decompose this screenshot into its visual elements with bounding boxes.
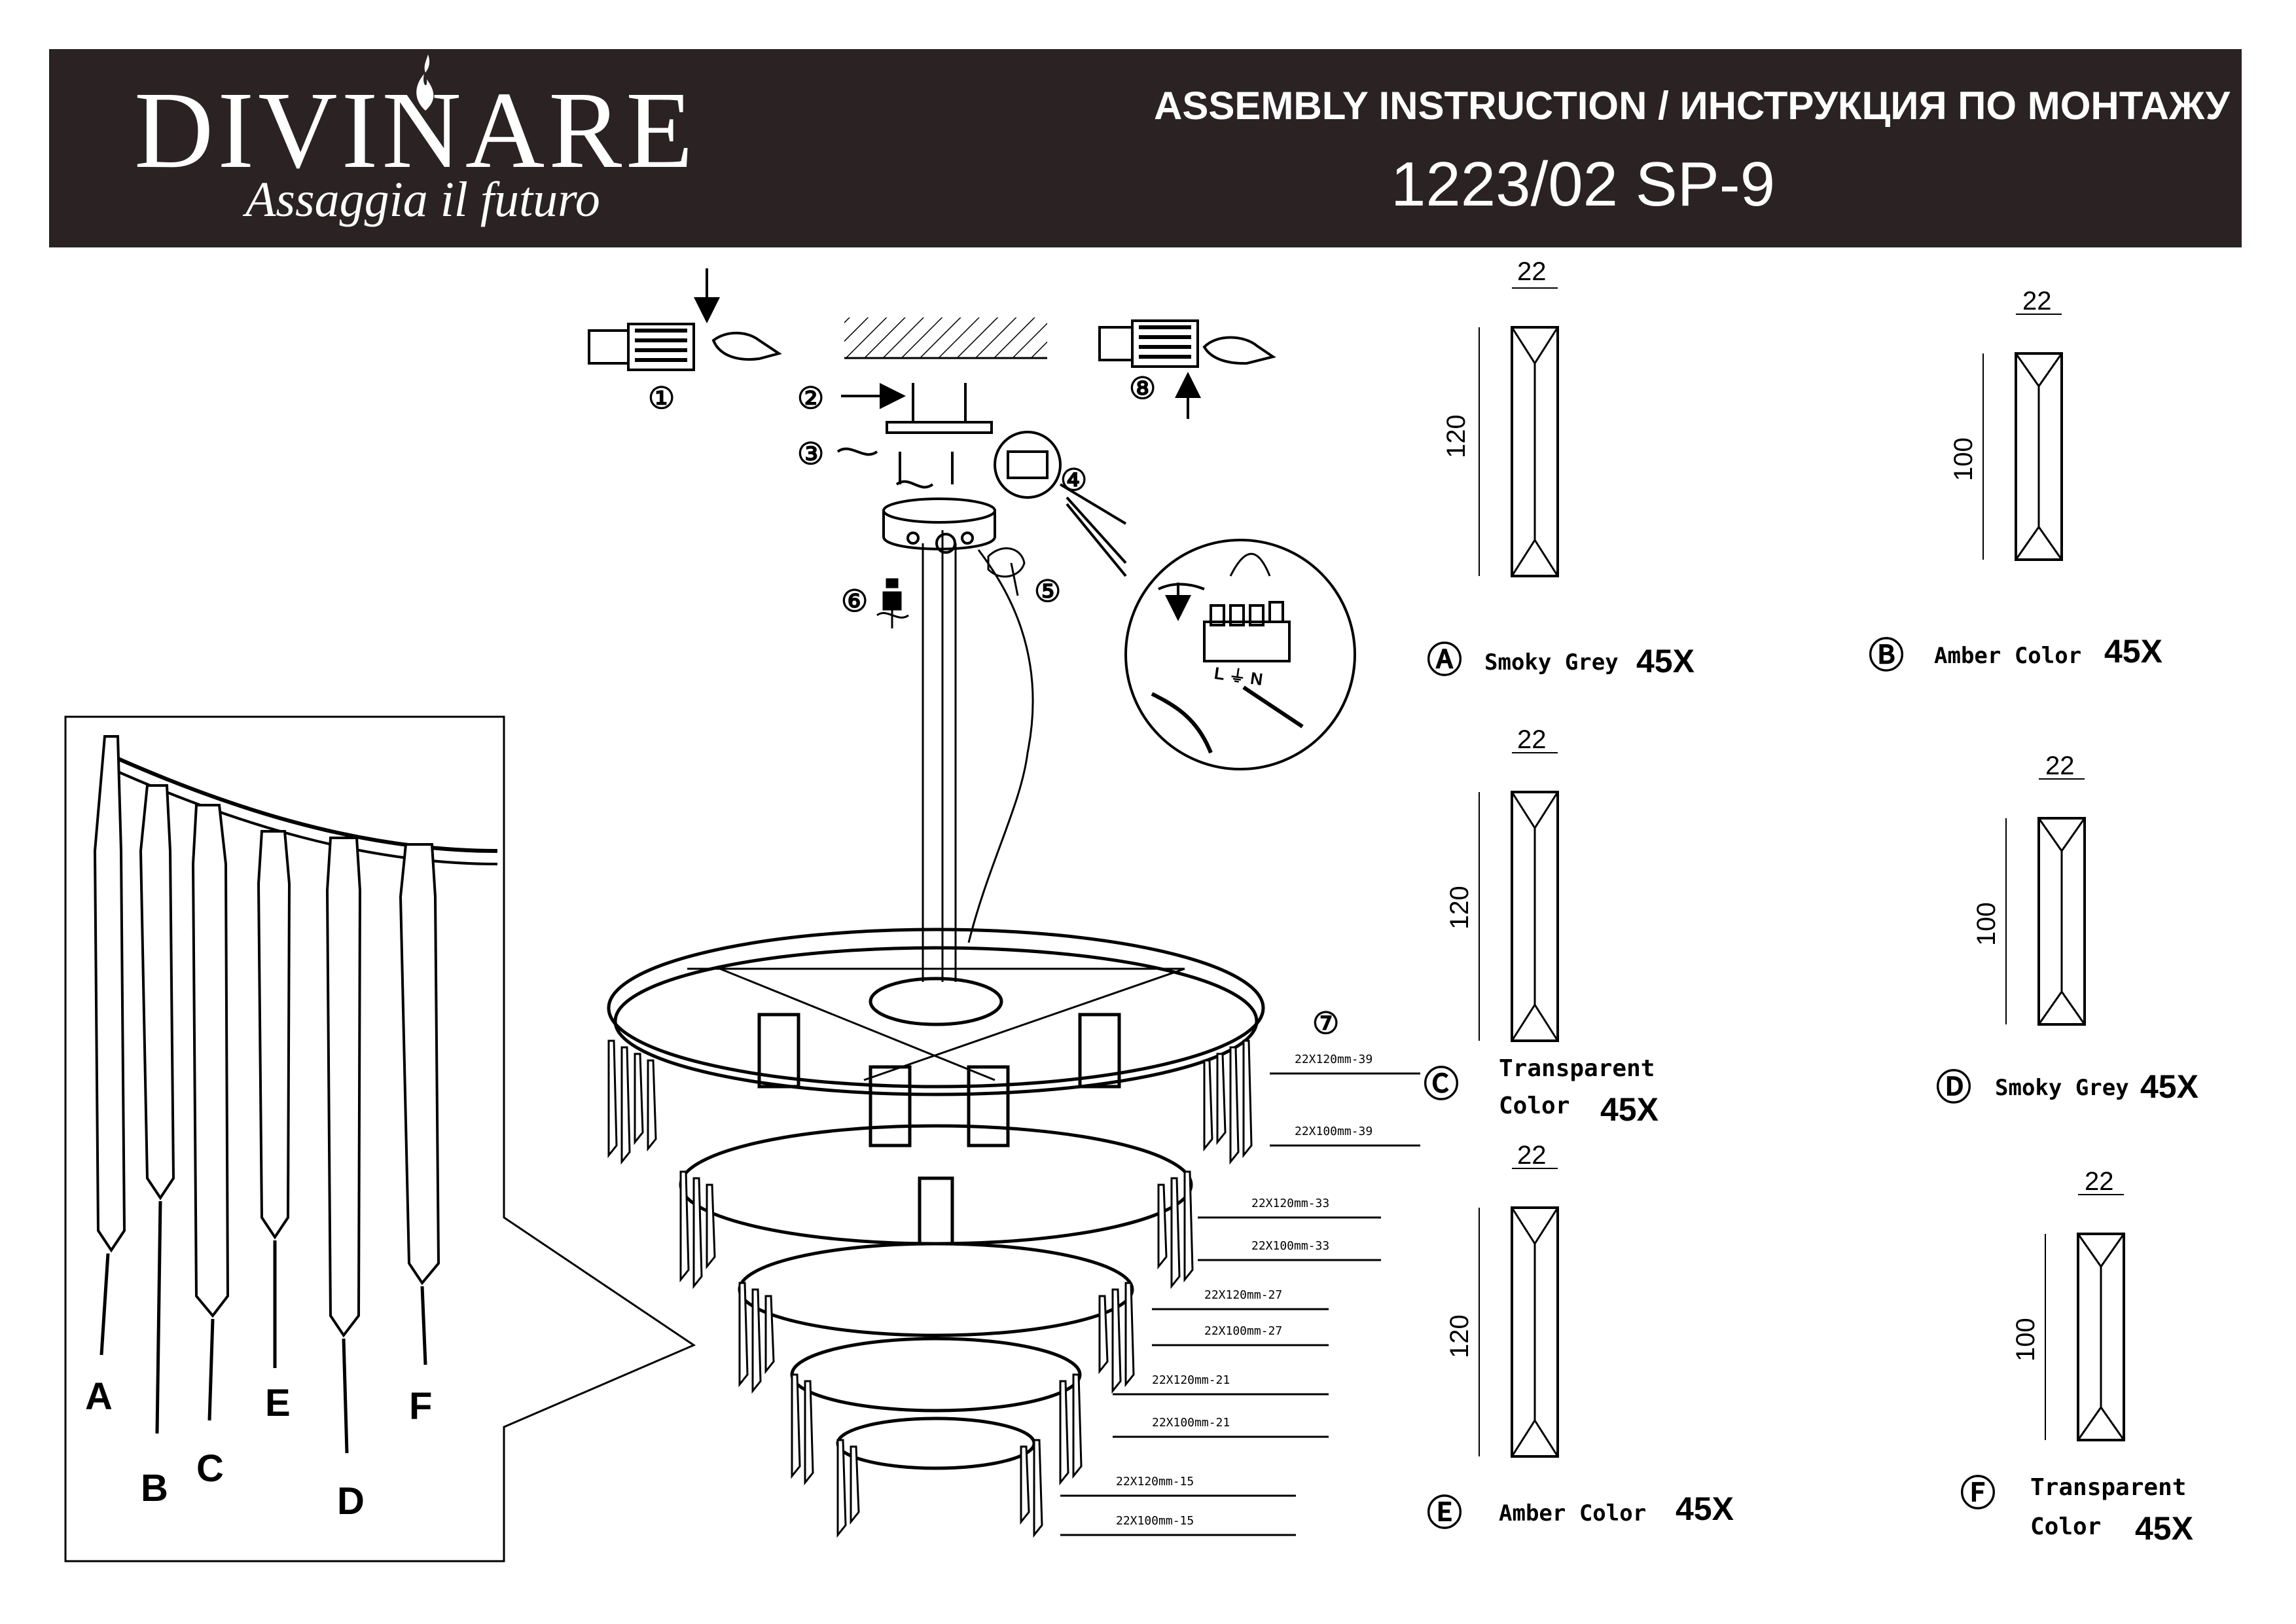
crystal-e-qty: 45X: [1676, 1490, 1734, 1527]
tier-label: 22X100mm-15: [1116, 1514, 1194, 1528]
crystal-a-letter: Ⓐ: [1427, 641, 1462, 680]
brand-logo-text: DIVINARE: [134, 69, 697, 191]
crystal-a-width: 22: [1517, 257, 1547, 286]
set-screw: [876, 578, 909, 628]
crystal-b-qty: 45X: [2104, 633, 2162, 670]
detail-letter-d: D: [337, 1480, 365, 1523]
flame-icon: [416, 54, 434, 111]
crystal-f-height: 100: [2011, 1318, 2040, 1362]
crystal-f-color-line2: Color: [2030, 1513, 2102, 1540]
hand-icon: [1202, 336, 1276, 365]
tier-label: 22X100mm-27: [1204, 1324, 1283, 1338]
tier-label: 22X120mm-33: [1251, 1197, 1330, 1210]
tier-label: 22X120mm-27: [1204, 1288, 1283, 1302]
crystal-f-qty: 45X: [2135, 1510, 2193, 1547]
crystal-c-height: 120: [1445, 886, 1474, 929]
crystal-c-letter: Ⓒ: [1424, 1065, 1459, 1104]
crystal-d-qty: 45X: [2140, 1068, 2198, 1105]
tier-label: 22X120mm-39: [1295, 1053, 1373, 1066]
crystal-a-height: 120: [1442, 414, 1471, 458]
step-4-number: ④: [1060, 463, 1088, 497]
chandelier-frame: [607, 928, 1265, 1470]
tier-label: 22X100mm-21: [1152, 1416, 1230, 1430]
crystal-c-color-line2: Color: [1499, 1092, 1570, 1119]
crystal-b-width: 22: [2022, 287, 2052, 316]
crystal-d-width: 22: [2045, 751, 2075, 780]
terminal-block-callout: [994, 431, 1356, 770]
step-7-number: ⑦: [1312, 1006, 1340, 1040]
wire-connector-icon: [588, 268, 720, 371]
detail-letter-a: A: [85, 1375, 113, 1418]
crystal-a-color: Smoky Grey: [1484, 649, 1619, 676]
detail-letter-b: B: [141, 1467, 168, 1509]
ceiling-hatch: [844, 317, 1047, 359]
crystal-b-color: Amber Color: [1934, 643, 2082, 669]
crystal-c-width: 22: [1517, 725, 1547, 754]
crystal-c-qty: 45X: [1600, 1091, 1659, 1128]
ceiling-canopy: [882, 497, 1034, 982]
crystal-f-color: Transparent: [2030, 1474, 2187, 1501]
crystal-a-qty: 45X: [1636, 643, 1695, 679]
tier-leader-lines: [1060, 1072, 1420, 1536]
tier-label: 22X100mm-33: [1251, 1239, 1330, 1253]
step-6-number: ⑥: [841, 584, 869, 618]
screwdriver-icon: [987, 547, 1026, 596]
crystal-e-width: 22: [1517, 1141, 1547, 1170]
detail-inset: [64, 715, 696, 1562]
brand-tagline: Assaggia il futuro: [245, 172, 600, 227]
model-number: 1223/02 SP-9: [1391, 149, 1776, 219]
crystal-dimension-drawings: [1479, 287, 2125, 1458]
detail-letter-f: F: [409, 1385, 433, 1428]
crystal-b-height: 100: [1949, 437, 1978, 481]
crystal-d-color: Smoky Grey: [1995, 1075, 2129, 1101]
detail-letter-e: E: [265, 1382, 291, 1424]
wire-connector-icon: [1098, 319, 1201, 419]
header-banner: DIVINARE Assaggia il futuro ASSEMBLY INS…: [49, 49, 2242, 247]
crystal-f-letter: Ⓕ: [1960, 1474, 1996, 1513]
crystal-d-letter: Ⓓ: [1936, 1068, 1971, 1108]
tier-label: 22X120mm-15: [1116, 1475, 1194, 1489]
detail-letter-c: C: [196, 1447, 224, 1490]
crystal-e-color: Amber Color: [1499, 1500, 1647, 1526]
step-1-number: ①: [648, 381, 675, 415]
crystal-d-height: 100: [1972, 902, 2001, 946]
step-5-number: ⑤: [1034, 574, 1062, 608]
mounting-bracket: [836, 383, 993, 489]
document-title: ASSEMBLY INSTRUCTION / ИНСТРУКЦИЯ ПО МОН…: [1154, 84, 2230, 128]
step-8-number: ⑧: [1129, 371, 1157, 405]
hand-icon: [711, 331, 782, 361]
crystal-c-color: Transparent: [1499, 1055, 1655, 1082]
crystal-b-letter: Ⓑ: [1869, 636, 1904, 676]
crystal-e-height: 120: [1445, 1314, 1474, 1358]
tier-label: 22X120mm-21: [1152, 1373, 1230, 1387]
crystal-drops: [607, 1039, 1253, 1538]
crystal-e-letter: Ⓔ: [1427, 1494, 1462, 1533]
crystal-f-width: 22: [2085, 1167, 2114, 1196]
step-2-number: ②: [797, 381, 825, 415]
tier-label: 22X100mm-39: [1295, 1125, 1373, 1138]
step-3-number: ③: [797, 437, 825, 471]
